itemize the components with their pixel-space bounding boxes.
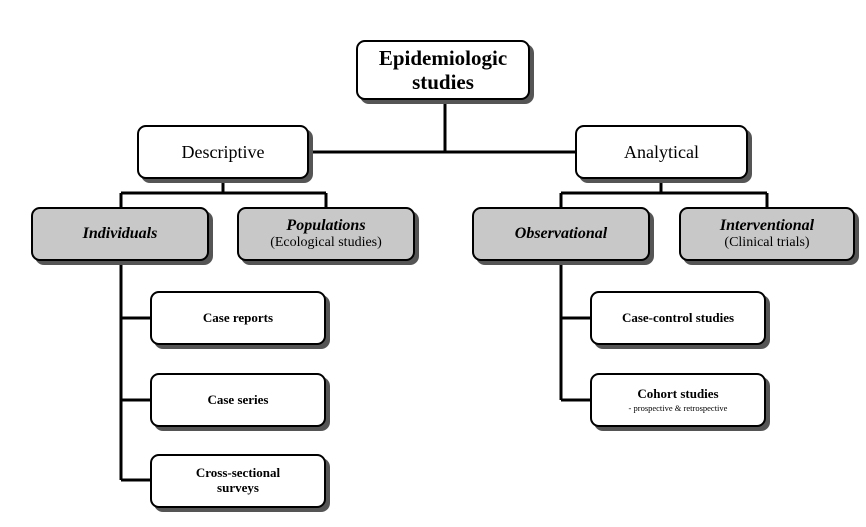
case-series-label: Case series [207,391,269,407]
root-node: Epidemiologic studies [356,40,530,100]
individuals-label: Individuals [82,224,158,242]
populations-node: Populations (Ecological studies) [237,207,415,261]
interventional-label: Interventional [719,216,815,234]
case-control-node: Case-control studies [590,291,766,345]
cross-sectional-node: Cross-sectional surveys [150,454,326,508]
interventional-node: Interventional (Clinical trials) [679,207,855,261]
individuals-node: Individuals [31,207,209,261]
analytical-node: Analytical [575,125,748,179]
populations-label: Populations [286,216,366,234]
case-reports-node: Case reports [150,291,326,345]
cohort-sublabel: - prospective & retrospective [628,402,728,413]
observational-node: Observational [472,207,650,261]
observational-label: Observational [514,224,608,242]
analytical-label: Analytical [624,141,699,162]
case-reports-label: Case reports [202,309,274,325]
cross-sectional-label-line1: Cross-sectional [195,465,281,481]
case-control-label: Case-control studies [621,309,735,325]
interventional-sublabel: (Clinical trials) [724,235,810,251]
cross-sectional-label-line2: surveys [217,480,259,495]
cohort-label: Cohort studies [637,385,719,401]
descriptive-label: Descriptive [181,141,265,162]
populations-sublabel: (Ecological studies) [270,235,382,251]
descriptive-node: Descriptive [137,125,309,179]
cohort-node: Cohort studies - prospective & retrospec… [590,373,766,427]
case-series-node: Case series [150,373,326,427]
root-label-line2: studies [412,70,474,94]
root-label-line1: Epidemiologic [378,45,508,70]
